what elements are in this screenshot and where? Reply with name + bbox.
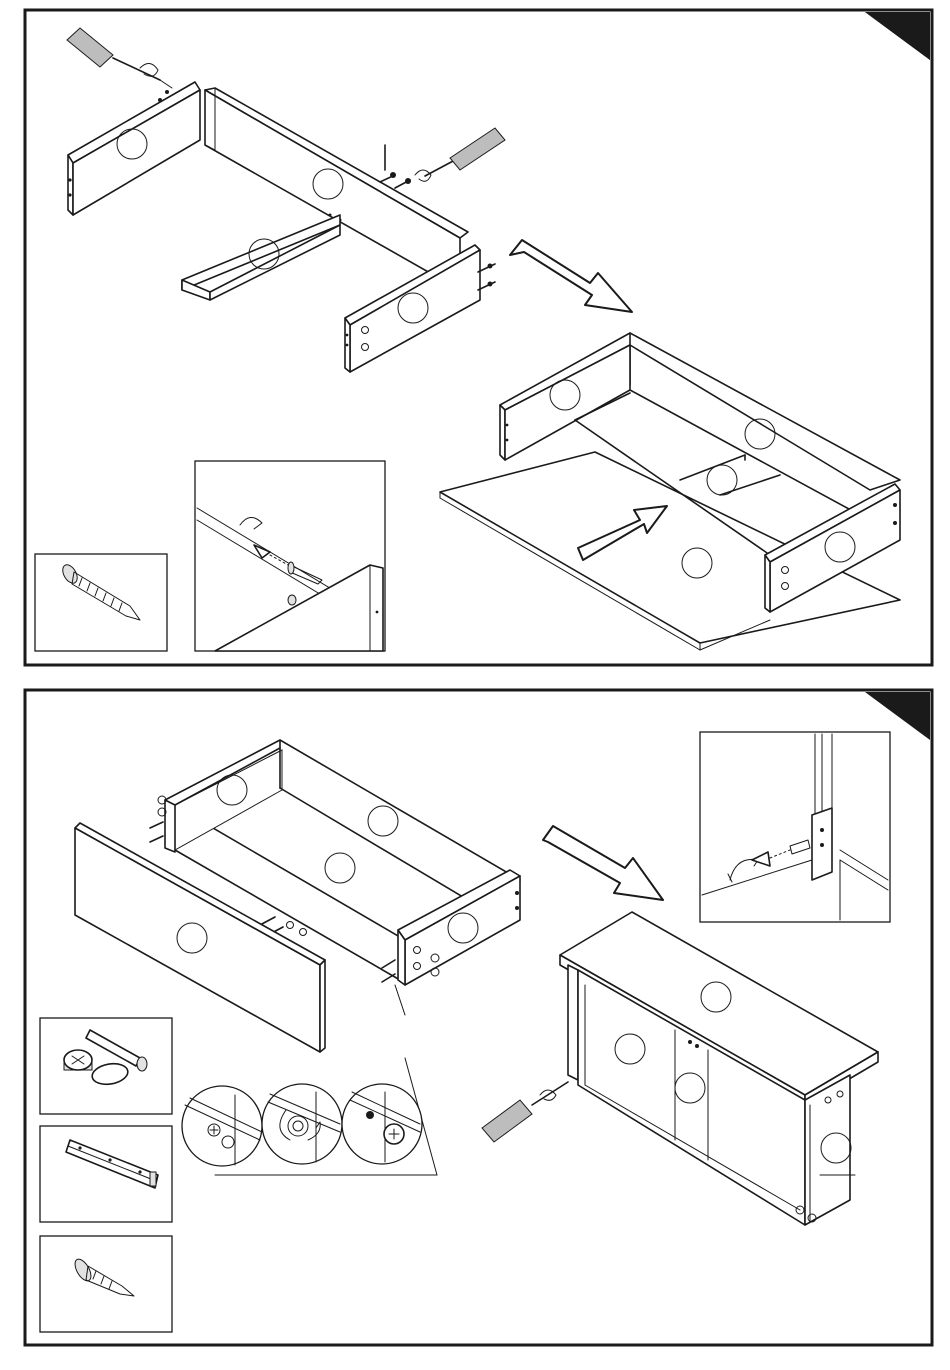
hardware-box-cam-lock [40,1018,172,1114]
assembled-frame [440,333,900,650]
bottom-board [182,215,340,300]
cam-step-locked [342,1084,422,1164]
cam-step-turn [262,1084,342,1164]
hardware-box-screw [35,554,167,651]
cam-lock-sequence [182,1058,437,1175]
hardware-box-runner [40,1126,172,1222]
cam-step-insert [182,1086,262,1166]
cabinet-assembly [482,912,878,1225]
screw-into-panel-detail [195,461,385,651]
screws-and-screwdriver [380,128,505,188]
screwdriver-icon [67,28,172,88]
hardware-box-short-screw [40,1236,172,1332]
step-panel-1 [25,10,932,665]
step-panel-2 [25,690,932,1345]
part-marker [707,465,737,495]
direction-arrow [543,826,663,900]
runner-screw-detail [700,732,890,922]
direction-arrow [510,240,632,312]
left-side-panel [68,82,200,215]
